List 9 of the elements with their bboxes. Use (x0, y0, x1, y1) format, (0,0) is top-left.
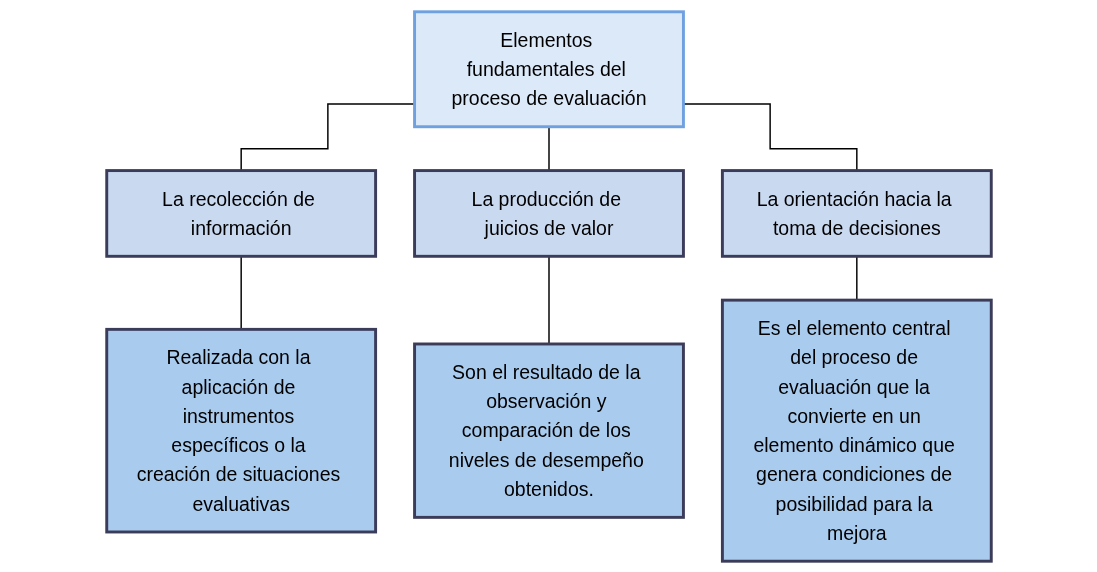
node-box: Elementos fundamentales del proceso de evaluación (412, 9, 685, 128)
node-box: La orientación hacia la toma de decisiones (720, 168, 993, 258)
node-box: Realizada con la aplicación de instrumentos específicos o la creación de situaciones evaluativas (104, 327, 377, 533)
node-box: Es el elemento central del proceso de evaluación que la convierte en un elemento dinámico que genera condiciones de posibilidad para la mejora (720, 298, 993, 563)
connector (239, 102, 415, 171)
node-box: La recolección de información (104, 168, 377, 258)
connector (682, 102, 858, 171)
node-box: Son el resultado de la observación y comparación de los niveles de desempeño obtenidos. (412, 342, 685, 519)
node-box: La producción de juicios de valor (412, 168, 685, 258)
